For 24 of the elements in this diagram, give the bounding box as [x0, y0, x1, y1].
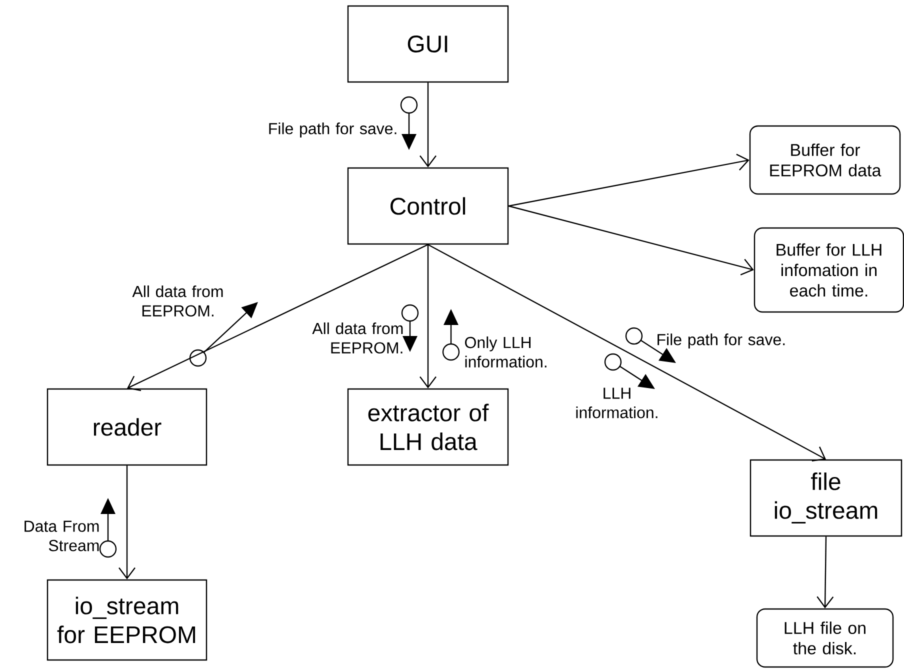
flow-label: File path for save. [269, 122, 396, 138]
arrow [118, 466, 136, 580]
flow-label: All data from EEPROM. [312, 322, 403, 354]
flow-label: LLH information. [576, 388, 658, 418]
arrow [508, 205, 754, 276]
storage-box: Buffer for LLH infomation in each time. [754, 227, 904, 313]
process-box: GUI [347, 5, 509, 83]
process-box: extractor of LLH data [347, 388, 509, 466]
arrow [420, 82, 436, 168]
process-box: io_stream for EEPROM [46, 579, 208, 661]
arrow [428, 244, 826, 462]
storage-box: LLH file on the disk. [756, 608, 894, 668]
flow-label: Data From Stream [24, 520, 99, 552]
arrow [508, 154, 750, 207]
flow-label: All data from EEPROM. [132, 285, 223, 317]
arrow [816, 536, 834, 608]
storage-box: Buffer for EEPROM data [749, 125, 901, 195]
process-box: Control [347, 167, 509, 245]
flow-label: File path for save. [658, 334, 785, 348]
arrow [420, 244, 436, 388]
process-box: reader [46, 388, 208, 466]
process-box: file io_stream [750, 459, 902, 537]
flow-label: Only LLH information. [465, 336, 546, 368]
arrow [127, 244, 428, 392]
